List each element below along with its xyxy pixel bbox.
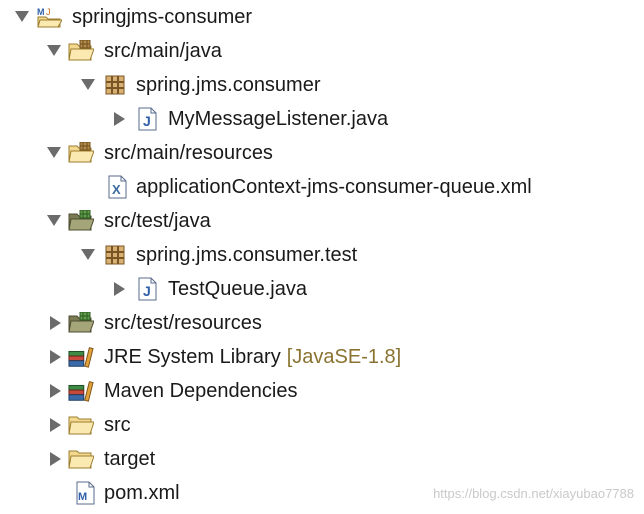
tree-row-label: JRE System Library[JavaSE-1.8] [104, 340, 401, 374]
tree-row-maven-dependencies[interactable]: Maven Dependencies [0, 374, 644, 408]
tree-row-label: src/main/resources [104, 142, 273, 164]
tree-row-label: pom.xml [104, 482, 180, 504]
test-source-folder-icon [68, 311, 94, 335]
maven-project-icon: M J [36, 5, 62, 29]
folder-icon [68, 413, 94, 437]
pom-file-icon: M [72, 481, 98, 505]
package-icon [102, 73, 128, 97]
chevron-right-icon[interactable] [46, 313, 66, 333]
library-name: JRE System Library [104, 346, 281, 368]
source-folder-icon [68, 141, 94, 165]
tree-row-src[interactable]: src [0, 408, 644, 442]
tree-row-label: TestQueue.java [168, 278, 307, 300]
chevron-down-icon[interactable] [44, 211, 64, 231]
tree-row-applicationcontext-xml[interactable]: X applicationContext-jms-consumer-queue.… [0, 170, 644, 204]
tree-row-label: target [104, 448, 156, 470]
source-folder-icon [68, 39, 94, 63]
tree-row-testqueue-java[interactable]: J TestQueue.java [0, 272, 644, 306]
library-icon [68, 345, 94, 369]
tree-row-label: src/main/java [104, 40, 222, 62]
watermark-text: https://blog.csdn.net/xiayubao7788 [433, 486, 634, 501]
svg-text:X: X [112, 182, 121, 197]
tree-row-label: src/test/java [104, 210, 211, 232]
library-icon [68, 379, 94, 403]
tree-row-mymessagelistener-java[interactable]: J MyMessageListener.java [0, 102, 644, 136]
tree-row-src-main-java[interactable]: src/main/java [0, 34, 644, 68]
tree-row-label: springjms-consumer [72, 6, 253, 28]
chevron-right-icon[interactable] [110, 109, 130, 129]
java-file-icon: J [134, 277, 160, 301]
tree-row-spring-jms-consumer-test[interactable]: spring.jms.consumer.test [0, 238, 644, 272]
svg-text:J: J [143, 283, 151, 299]
tree-row-jre-system-library[interactable]: JRE System Library[JavaSE-1.8] [0, 340, 644, 374]
tree-row-springjms-consumer[interactable]: M J springjms-consumer [0, 0, 644, 34]
java-file-icon: J [134, 107, 160, 131]
tree-row-spring-jms-consumer[interactable]: spring.jms.consumer [0, 68, 644, 102]
tree-row-label: src/test/resources [104, 312, 262, 334]
svg-text:M: M [78, 491, 87, 503]
chevron-down-icon[interactable] [44, 41, 64, 61]
chevron-down-icon[interactable] [44, 143, 64, 163]
tree-row-src-test-java[interactable]: src/test/java [0, 204, 644, 238]
chevron-right-icon[interactable] [46, 381, 66, 401]
svg-text:J: J [143, 113, 151, 129]
maven-project-icon [34, 508, 58, 514]
tree-row-label: Maven Dependencies [104, 380, 298, 402]
tree-row-label: src [104, 414, 131, 436]
tree-row-label: applicationContext-jms-consumer-queue.xm… [136, 176, 532, 198]
tree-row-label: MyMessageListener.java [168, 108, 389, 130]
folder-icon [68, 447, 94, 471]
tree-row-src-test-resources[interactable]: src/test/resources [0, 306, 644, 340]
chevron-down-icon[interactable] [78, 75, 98, 95]
tree-row-src-main-resources[interactable]: src/main/resources [0, 136, 644, 170]
chevron-down-icon[interactable] [12, 7, 32, 27]
library-version-decoration: [JavaSE-1.8] [286, 346, 402, 368]
chevron-right-icon[interactable] [110, 279, 130, 299]
xml-file-icon: X [104, 175, 130, 199]
package-icon [102, 243, 128, 267]
chevron-right-icon[interactable] [46, 449, 66, 469]
svg-text:M: M [37, 7, 45, 17]
chevron-right-icon[interactable] [46, 347, 66, 367]
tree-row-pom-xml[interactable]: M pom.xml [0, 476, 644, 510]
chevron-down-icon[interactable] [78, 245, 98, 265]
tree-row-label: spring.jms.consumer.test [136, 244, 358, 266]
tree-row-target[interactable]: target [0, 442, 644, 476]
chevron-right-icon[interactable] [46, 415, 66, 435]
tree-row-label: spring.jms.consumer [136, 74, 321, 96]
test-source-folder-icon [68, 209, 94, 233]
svg-text:J: J [46, 7, 51, 17]
